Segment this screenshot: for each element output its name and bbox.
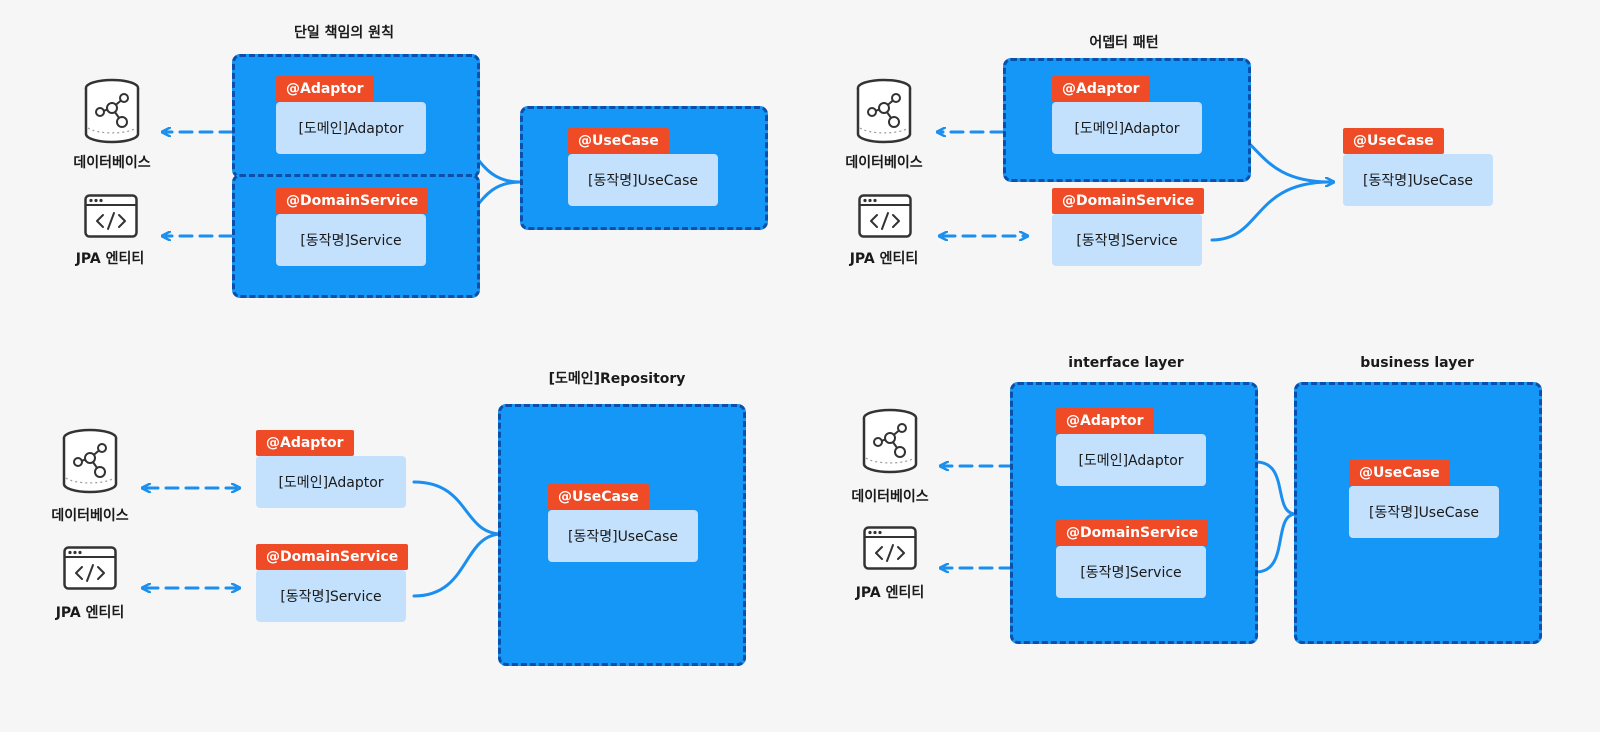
jpa-entity-label: JPA 엔티티 [55,605,125,621]
code-window-icon [84,194,138,242]
wire-interface-business [1254,460,1298,516]
domain-service-tag: @DomainService [256,544,409,570]
usecase-box: [동작명]UseCase [568,154,718,206]
service-box: [동작명]Service [276,214,426,266]
domain-service-tag: @DomainService [1052,188,1205,214]
wire-service-repository [412,532,504,598]
wire-interface-business [1254,512,1298,574]
service-box: [동작명]Service [256,570,406,622]
adaptor-tag: @Adaptor [276,76,374,102]
panel-title-business-layer: business layer [1360,355,1474,371]
database-icon [856,78,912,148]
wire-adaptor-repository [412,480,504,536]
database-icon [862,408,918,478]
adaptor-tag: @Adaptor [1052,76,1150,102]
jpa-entity-label: JPA 엔티티 [855,585,925,601]
database-icon [84,78,140,148]
usecase-box: [동작명]UseCase [1349,486,1499,538]
database-label: 데이터베이스 [73,155,151,171]
code-window-icon [863,526,917,574]
usecase-tag: @UseCase [568,128,669,154]
database-label: 데이터베이스 [51,508,129,524]
adaptor-tag: @Adaptor [1056,408,1154,434]
domain-service-tag: @DomainService [1056,520,1209,546]
adaptor-box: [도메인]Adaptor [1056,434,1206,486]
adaptor-box: [도메인]Adaptor [256,456,406,508]
wire-service-usecase [1210,180,1332,242]
panel-title-adapter-pattern: 어뎁터 패턴 [1089,35,1159,51]
adaptor-tag: @Adaptor [256,430,354,456]
panel-title-interface-layer: interface layer [1068,355,1184,371]
domain-service-tag: @DomainService [276,188,429,214]
usecase-tag: @UseCase [548,484,649,510]
adaptor-box: [도메인]Adaptor [276,102,426,154]
usecase-box: [동작명]UseCase [548,510,698,562]
panel-title-srp: 단일 책임의 원칙 [294,25,394,41]
adaptor-box: [도메인]Adaptor [1052,102,1202,154]
code-window-icon [63,546,117,594]
jpa-entity-label: JPA 엔티티 [75,251,145,267]
database-label: 데이터베이스 [845,155,923,171]
database-label: 데이터베이스 [851,489,929,505]
database-icon [62,428,118,498]
code-window-icon [858,194,912,242]
usecase-tag: @UseCase [1349,460,1450,486]
jpa-entity-label: JPA 엔티티 [849,251,919,267]
service-box: [동작명]Service [1052,214,1202,266]
usecase-box: [동작명]UseCase [1343,154,1493,206]
service-box: [동작명]Service [1056,546,1206,598]
usecase-tag: @UseCase [1343,128,1444,154]
panel-title-repository: [도메인]Repository [548,371,686,387]
